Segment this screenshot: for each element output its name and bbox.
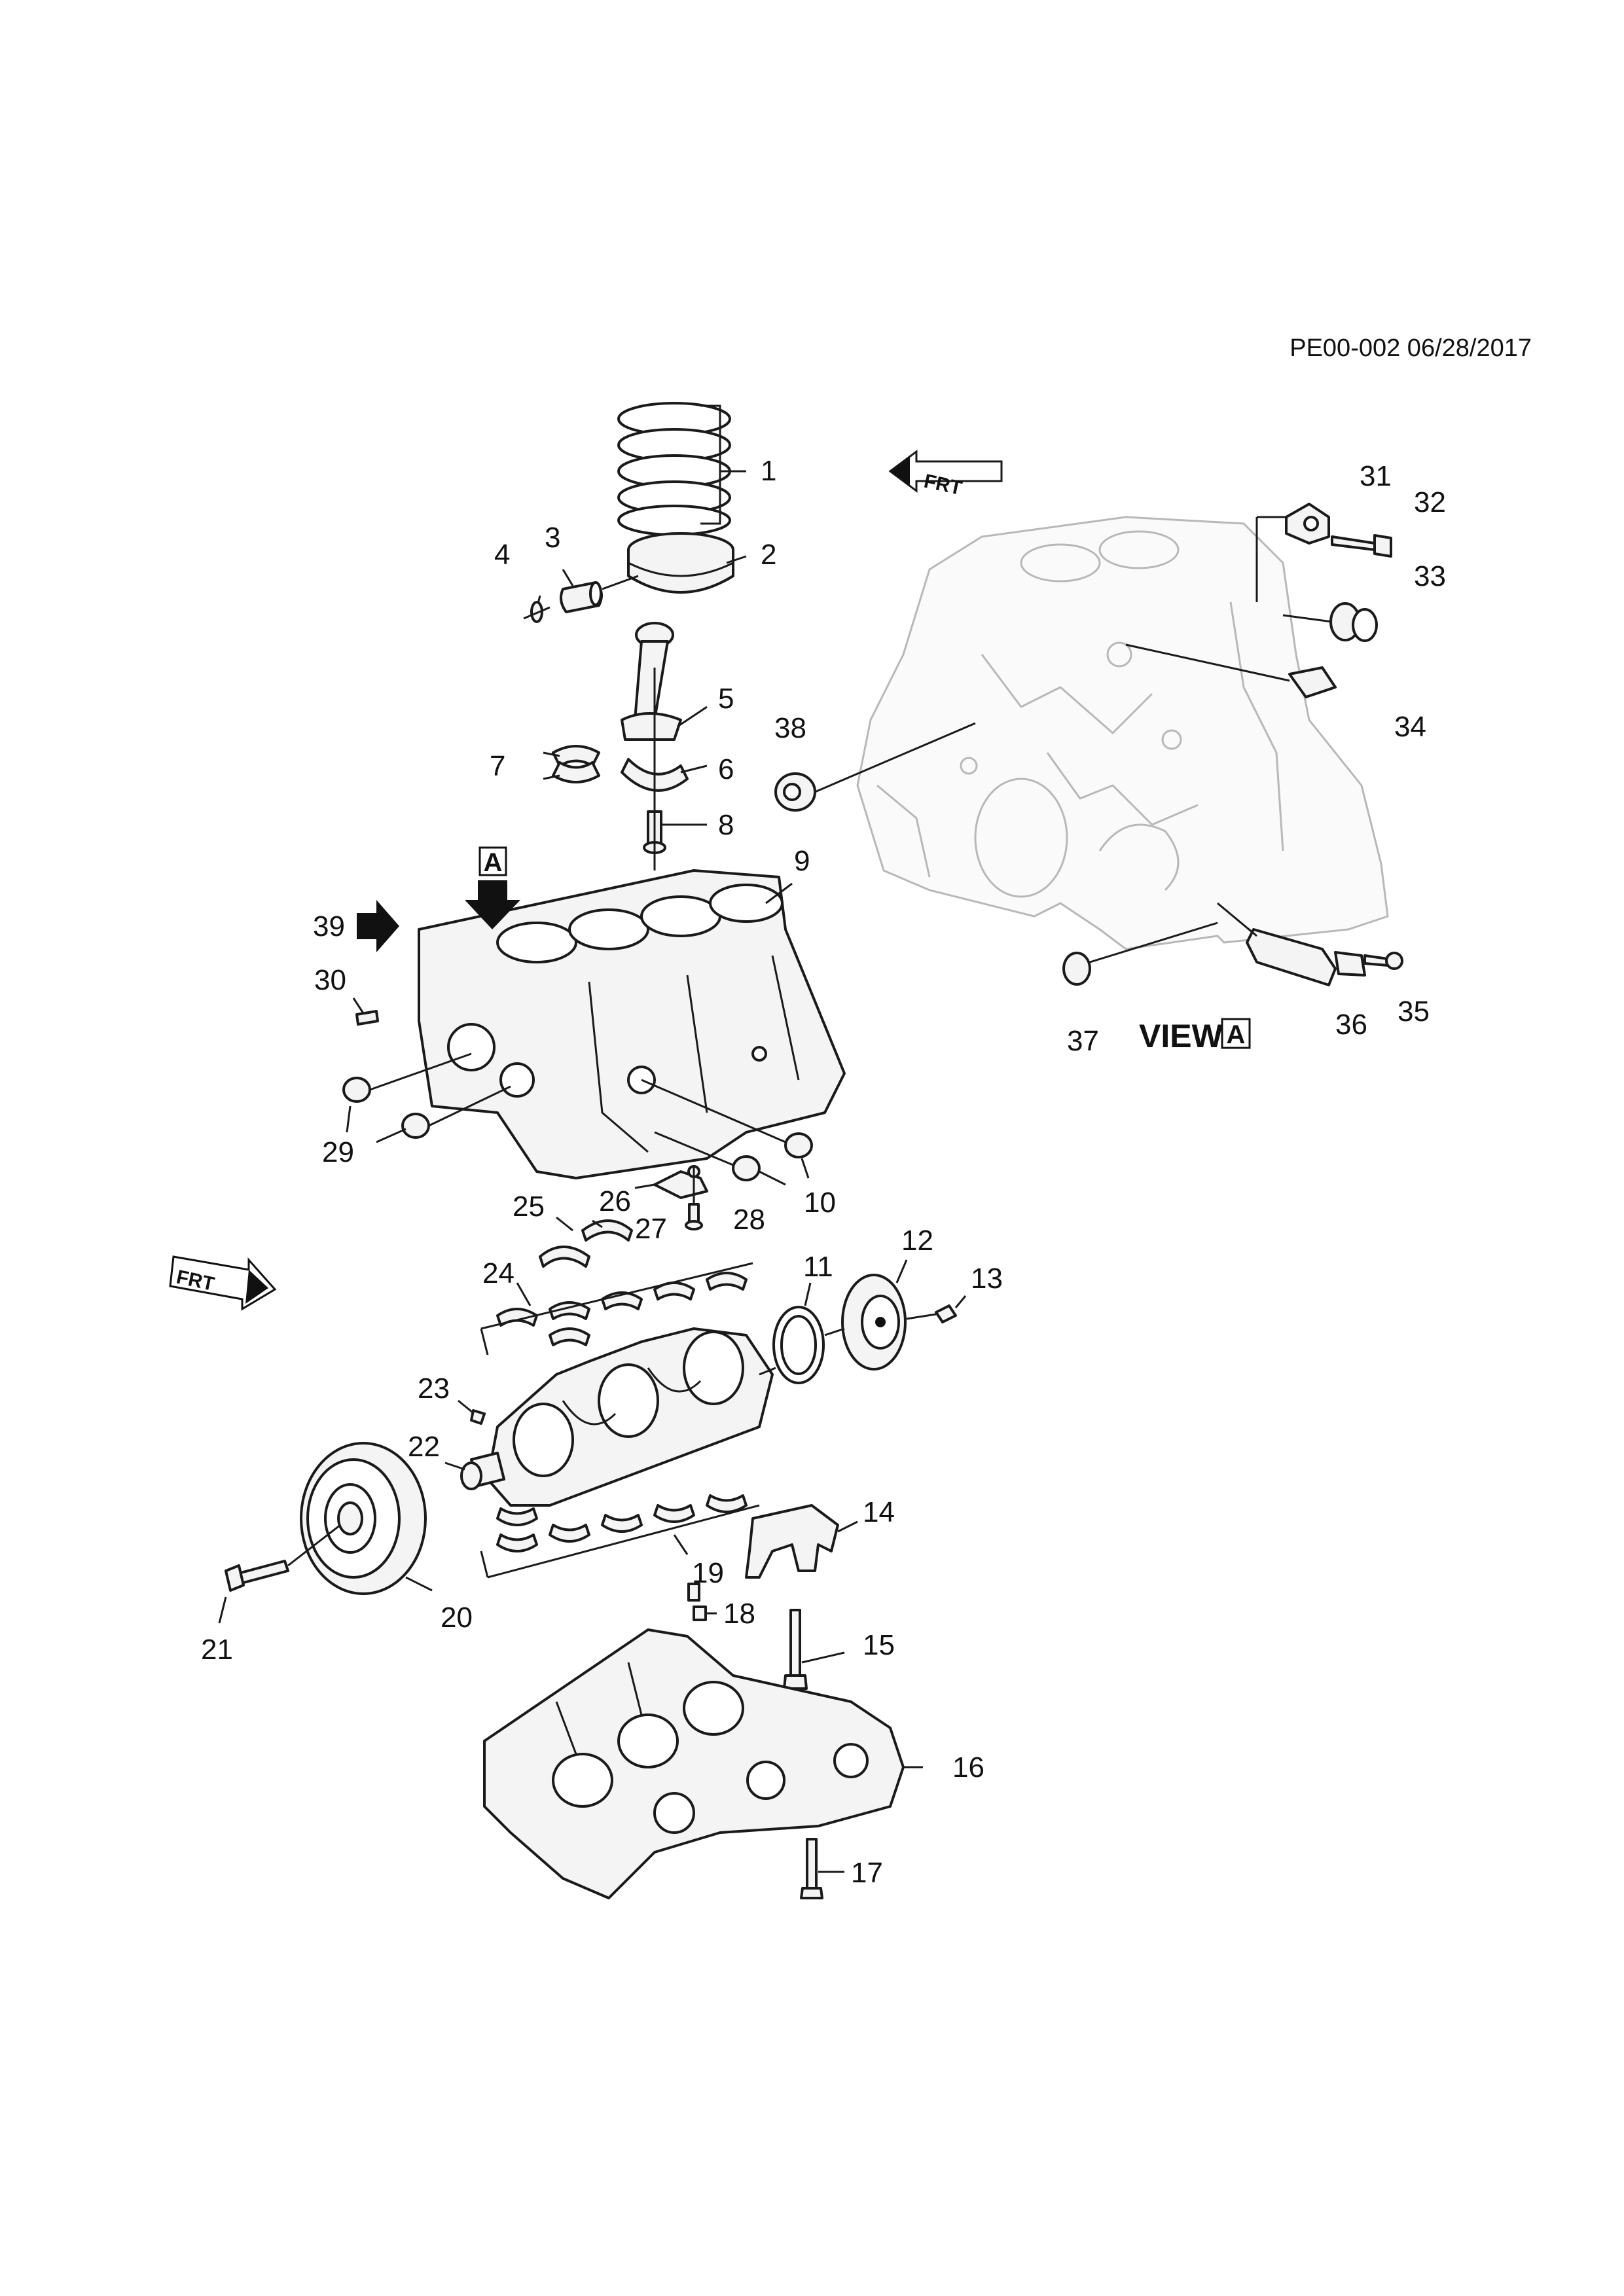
part-23-key: [470, 1409, 486, 1425]
callout-6: 6: [718, 753, 734, 785]
part-2-piston: [627, 532, 734, 594]
part-38-plug: [774, 772, 816, 812]
callout-29: 29: [322, 1136, 354, 1168]
callout-18: 18: [723, 1598, 755, 1630]
callout-3: 3: [545, 522, 560, 554]
callout-2: 2: [761, 539, 776, 571]
diagram-code-date: PE00-002 06/28/2017: [1290, 334, 1532, 362]
part-18-dowel: [693, 1605, 707, 1621]
callout-21: 21: [201, 1634, 233, 1666]
callout-8: 8: [718, 809, 734, 841]
part-15-bearing-cap-bolt: [783, 1609, 808, 1690]
callout-1: 1: [761, 455, 776, 487]
part-32-bolt: [1331, 534, 1392, 558]
part-34-knock-sensor: [1125, 643, 1337, 698]
callout-38: 38: [774, 712, 806, 744]
callout-15: 15: [863, 1629, 895, 1661]
part-37-plug: [1062, 952, 1091, 986]
part-12-flexplate: [841, 1274, 907, 1371]
view-a-letter-box: [1221, 1018, 1251, 1049]
callout-25: 25: [513, 1191, 545, 1223]
callout-20: 20: [441, 1602, 473, 1634]
callout-13: 13: [971, 1263, 1003, 1295]
callout-27: 27: [635, 1213, 667, 1245]
part-1-piston-rings: [617, 402, 731, 536]
part-9-cylinder-block: [418, 869, 846, 1179]
part-29-plugs: [342, 1077, 430, 1139]
callout-16: 16: [952, 1751, 984, 1784]
part-13-bolt: [935, 1304, 957, 1323]
crankshaft: [470, 1327, 774, 1507]
front-direction-arrow-icon: FRT: [888, 450, 1003, 499]
front-direction-arrow-icon-lower: FRT: [169, 1255, 277, 1311]
part-14-bearing-cap: [745, 1504, 839, 1579]
view-a-down-arrow-icon: A: [465, 846, 520, 929]
callout-4: 4: [494, 539, 510, 571]
part-22-crank-key: [460, 1462, 482, 1490]
view-a-letter: A: [1227, 1020, 1246, 1049]
part-16-lower-crankcase: [483, 1628, 905, 1899]
part-11-rear-seal: [772, 1306, 825, 1384]
part-35-bolt: [1363, 952, 1403, 970]
part-26-oil-jet: [653, 1165, 708, 1199]
callout-34: 34: [1394, 711, 1426, 743]
callout-22: 22: [408, 1431, 440, 1463]
part-19-dowel: [687, 1583, 700, 1602]
view-a-label: VIEW: [1139, 1018, 1223, 1054]
callout-35: 35: [1398, 996, 1430, 1028]
view-a-block-outline: [856, 516, 1389, 950]
callout-28: 28: [733, 1204, 765, 1236]
callout-7: 7: [490, 750, 505, 782]
part-10-plug: [784, 1132, 813, 1158]
callout-10: 10: [804, 1187, 836, 1219]
view-a-arrow-letter: A: [484, 848, 503, 877]
callout-39: 39: [313, 910, 345, 942]
part-5-connecting-rod: [621, 622, 682, 741]
part-17-bolt: [800, 1838, 823, 1899]
callout-33: 33: [1414, 560, 1446, 592]
part-3-piston-pin: [559, 581, 603, 613]
callout-17: 17: [851, 1857, 883, 1889]
callout-36: 36: [1335, 1009, 1367, 1041]
part-33-plug: [1329, 602, 1378, 642]
callout-23: 23: [418, 1372, 450, 1405]
part-30-dowel-pin: [355, 1010, 379, 1026]
callout-9: 9: [794, 845, 810, 877]
part-28-plug: [732, 1155, 761, 1181]
part-31-sensor: [1285, 503, 1330, 545]
callout-19: 19: [692, 1557, 724, 1589]
callout-31: 31: [1360, 460, 1392, 492]
callout-12: 12: [901, 1225, 933, 1257]
part-4-pin-clip: [523, 601, 550, 623]
callout-32: 32: [1414, 486, 1446, 518]
callout-5: 5: [718, 683, 734, 715]
callout-30: 30: [314, 964, 346, 996]
part-39-direction-arrow-icon: [357, 900, 399, 952]
callout-24: 24: [482, 1257, 514, 1289]
callout-37: 37: [1067, 1025, 1099, 1057]
callout-11: 11: [803, 1251, 833, 1283]
part-25-thrust-washers: [539, 1219, 633, 1268]
part-lower-main-bearings: [496, 1494, 748, 1552]
callout-labels: 1 2 3 4 5 6 7 8 9 10 11 12 13 14 15 16 1…: [201, 455, 1446, 1889]
callout-26: 26: [599, 1185, 631, 1217]
part-20-crank-pulley: [300, 1442, 427, 1595]
part-21-pulley-bolt: [225, 1560, 289, 1592]
part-36-position-sensor: [1246, 928, 1366, 986]
part-27-bolt: [685, 1203, 703, 1230]
callout-14: 14: [863, 1496, 895, 1528]
part-7-rod-bearings: [552, 745, 600, 783]
